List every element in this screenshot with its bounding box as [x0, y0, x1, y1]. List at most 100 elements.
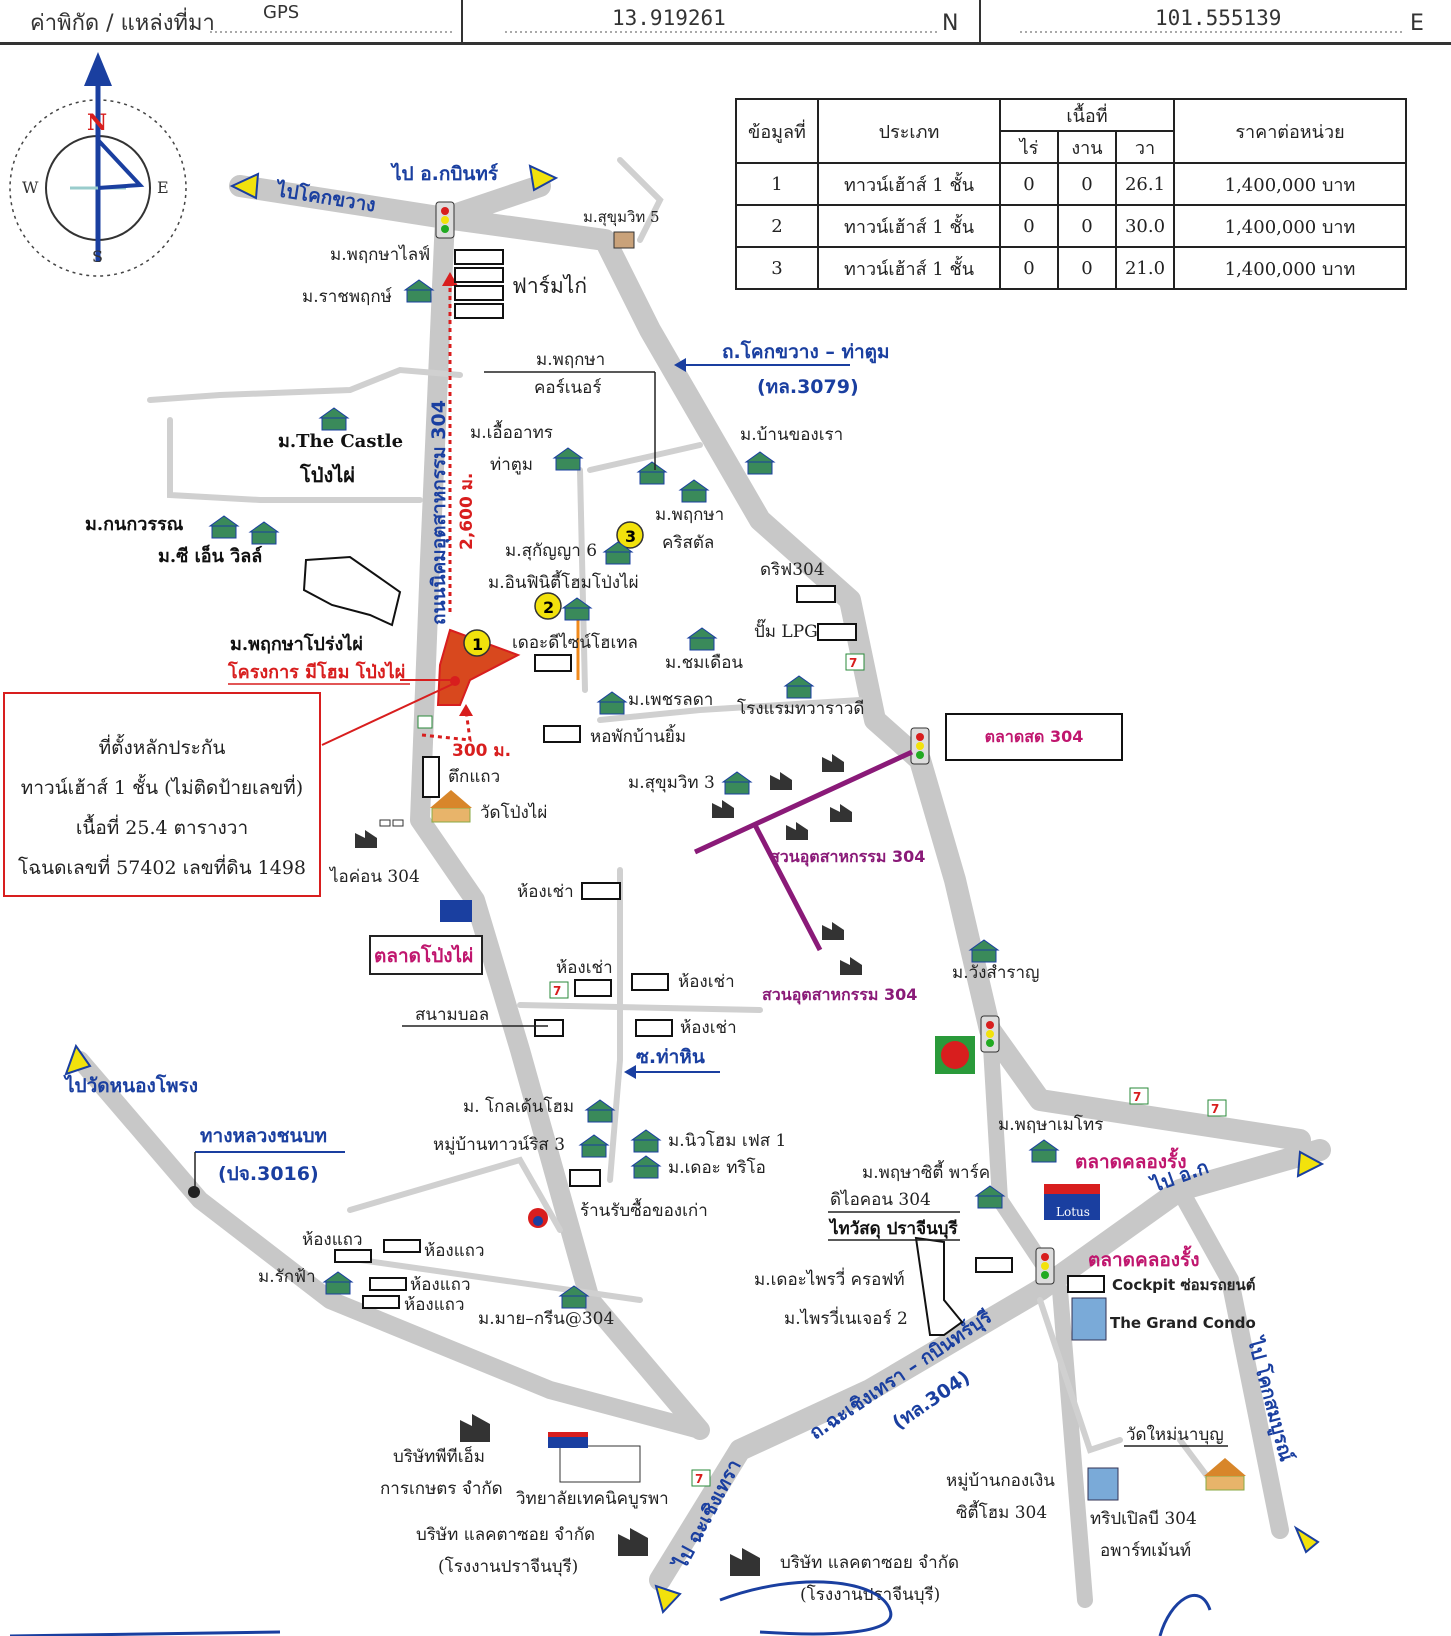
landmark-icons: 7 7 7 7 7 [379, 231, 1246, 1501]
factory-icon [460, 1414, 490, 1442]
house-icons [208, 279, 1060, 1309]
th-ngan: งาน [1057, 130, 1117, 164]
big-c-icon [935, 1036, 975, 1074]
seven-eleven-icon [417, 715, 433, 729]
label: ม.มาย–กรีน@304 [478, 1309, 614, 1329]
label: ทริปเปิลบี 304 [1090, 1509, 1197, 1529]
label: เดอะดีไซน์โฮเทล [512, 632, 638, 653]
house-icon [602, 541, 634, 565]
house-icon [584, 1099, 616, 1123]
fresh-market-box: ตลาดสด 304 [945, 713, 1123, 761]
building [383, 1239, 421, 1253]
building [422, 756, 440, 798]
cell-ngan: 0 [1057, 246, 1117, 290]
small-road [587, 442, 703, 473]
north-arrow-icon [84, 52, 112, 86]
label: (โรงงานปราจีนบุรี) [800, 1584, 940, 1605]
label: ปั๊ม LPG [754, 618, 818, 642]
house-icon [968, 939, 1000, 963]
building [454, 303, 504, 319]
small-house-icon [613, 231, 635, 249]
label: ท่าตูม [490, 455, 533, 475]
label: ม.สุขุมวิท 5 [583, 208, 660, 227]
arrow-icon [654, 1584, 682, 1614]
compass-n: N [87, 110, 107, 136]
house-icon [248, 521, 280, 545]
cell-type: ทาวน์เฮ้าส์ 1 ชั้น [817, 162, 1001, 206]
label: Lotus [1056, 1205, 1090, 1219]
cell-price: 1,400,000 บาท [1173, 246, 1407, 290]
compass-w: W [22, 178, 39, 197]
info-line-3: เนื้อที่ 25.4 ตารางวา [75, 817, 249, 839]
building [581, 882, 621, 900]
marker-2-label: 2 [543, 598, 554, 617]
cell-rai: 0 [999, 162, 1059, 206]
road-label-tl3079: (ทล.3079) [757, 376, 859, 398]
house-icon [208, 515, 240, 539]
label: ม. โกลเด้นโฮม [463, 1096, 574, 1117]
house-icon [686, 627, 718, 651]
th-rai: ไร่ [999, 130, 1059, 164]
cell-ngan: 0 [1057, 204, 1117, 248]
label: วัดใหม่นาบุญ [1126, 1424, 1224, 1445]
cell-type: ทาวน์เฮ้าส์ 1 ชั้น [817, 204, 1001, 248]
factory-icon [786, 822, 808, 840]
cell-rai: 0 [999, 246, 1059, 290]
house-icon [783, 675, 815, 699]
house-icon [1028, 1139, 1060, 1163]
house-icon [630, 1129, 662, 1153]
label: The Grand Condo [1110, 1314, 1256, 1332]
factory-icons [355, 754, 862, 1576]
label-project: โครงการ มีโฮม โป่งไผ่ [227, 661, 405, 683]
label: ม.พฤกษาโปร่งไผ่ [230, 633, 363, 655]
condo-icon [1071, 1297, 1107, 1341]
svg-text:7: 7 [695, 1472, 703, 1486]
road-3079 [434, 207, 1311, 1151]
route-dotted-300 [421, 709, 472, 742]
coord-label: ค่าพิกัด / แหล่งที่มา [30, 7, 215, 36]
header-svg: ค่าพิกัด / แหล่งที่มา GPS 13.919261 N 10… [30, 0, 1424, 42]
traffic-lights [435, 201, 1055, 1285]
road-label-pj3016: (ปจ.3016) [218, 1163, 319, 1185]
label: ซิตี้โฮม 304 [956, 1500, 1047, 1523]
label: อพาร์ทเม้นท์ [1100, 1541, 1191, 1561]
svg-text:7: 7 [553, 984, 561, 998]
house-icon [596, 691, 628, 715]
label: ม.พฤกษาไลฟ์ [330, 244, 430, 265]
th-wa: วา [1115, 130, 1175, 164]
building [454, 267, 504, 283]
label: ม.นิวโฮม เฟส 1 [668, 1130, 786, 1151]
tesco-lotus-icon [1044, 1184, 1100, 1220]
label: ม.พฤษาซิตี้ พาร์ค [862, 1160, 990, 1183]
label: ตลาดคลองรั้ง [1088, 1245, 1200, 1271]
label: ม.เอื้ออาทร [470, 420, 553, 443]
seven-eleven-icon: 7 [1129, 1087, 1149, 1105]
traffic-light-icon [980, 1015, 1000, 1053]
label: หมู่บ้านทาวน์ริส 3 [433, 1135, 565, 1155]
coordinate-header: ค่าพิกัด / แหล่งที่มา GPS 13.919261 N 10… [0, 0, 1451, 45]
label: ม.กนกวรรณ [85, 514, 184, 535]
th-type: ประเภท [817, 98, 1001, 164]
building [302, 555, 402, 627]
road-label-rural: ทางหลวงชนบท [200, 1125, 327, 1147]
small-road [347, 1156, 563, 1233]
lotus-icon [440, 900, 472, 922]
label: ห้องเช่า [680, 1018, 737, 1038]
place-labels: ม.สุขุมวิท 5 ม.พฤกษาไลฟ์ ม.ราชพฤกษ์ ฟาร์… [85, 208, 1256, 1605]
seven-eleven-icon: 7 [1207, 1099, 1227, 1117]
label: สวนอุตสาหกรรม 304 [762, 985, 917, 1005]
small-road [597, 697, 863, 723]
seven-eleven-icon: 7 [845, 653, 865, 671]
label: ห้องแถว [302, 1230, 363, 1250]
apartment-icon [1087, 1467, 1119, 1501]
cell-price: 1,400,000 บาท [1173, 162, 1407, 206]
label: ดิไอคอน 304 [830, 1189, 931, 1210]
label: ม.เดอะไพรวี่ ครอฟท์ [754, 1267, 905, 1290]
building [574, 979, 612, 997]
label: บริษัท แลคตาซอย จำกัด [780, 1553, 959, 1573]
traffic-light-icon [435, 201, 455, 239]
th-no: ข้อมูลที่ [735, 98, 819, 164]
factory-icon [840, 957, 862, 975]
marker-1 [463, 629, 491, 657]
label: ห้องแถว [424, 1241, 485, 1261]
